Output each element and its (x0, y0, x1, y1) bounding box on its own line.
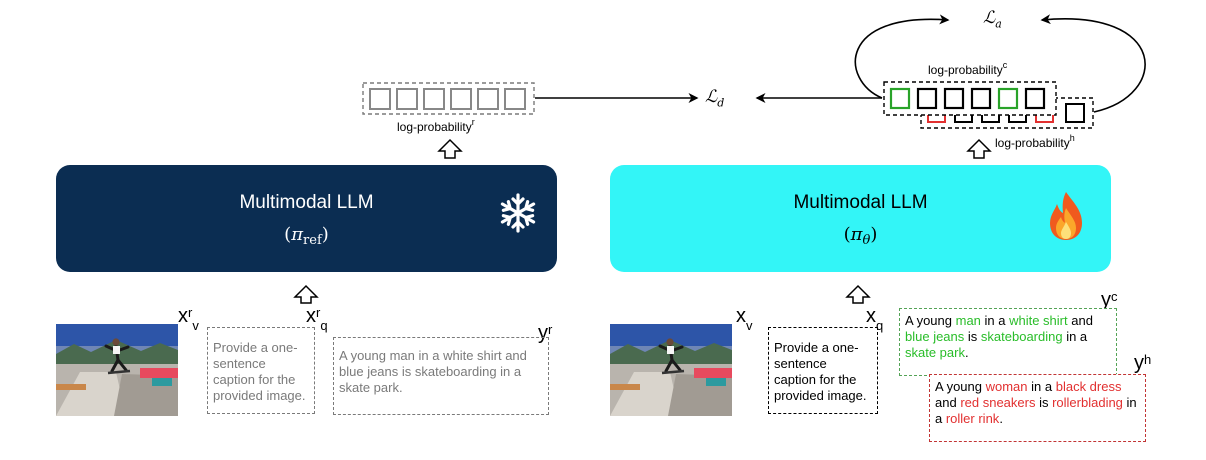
arrow-chosen-to-loss-a (854, 14, 950, 99)
prompt-ref-text: Provide a one-sentence caption for the p… (213, 340, 306, 403)
chosen-response-segment: skateboarding (980, 329, 1063, 344)
arrow-hallucinated-to-loss-a (1040, 14, 1146, 113)
logprob-chosen-label: log-probabilityc (928, 60, 1008, 77)
chosen-response-box: A young man in a white shirt and blue je… (899, 308, 1117, 376)
token-c-2 (916, 87, 938, 110)
hallucinated-response-box: A young woman in a black dress and red s… (929, 374, 1146, 442)
chosen-logprob-tokens (883, 81, 1057, 116)
chosen-response-segment: man (955, 313, 981, 328)
chosen-response-label: yc (1101, 289, 1118, 311)
up-arrow-policy-input (845, 284, 871, 304)
logprob-ref-label: log-probabilityr (397, 117, 475, 134)
loss-d-label: ℒd (705, 87, 725, 110)
hallucinated-response-segment: rollerblading (1052, 395, 1123, 410)
reference-model-panel: Multimodal LLM (πref) (56, 165, 557, 272)
chosen-response-segment: in a (980, 313, 1010, 328)
hallucinated-response-segment: woman (985, 379, 1028, 394)
reference-logprob-tokens (362, 82, 535, 115)
hallucinated-response-segment: A young (935, 379, 986, 394)
hallucinated-response-segment: roller rink (945, 411, 1000, 426)
hallucinated-response-label: yh (1134, 352, 1152, 374)
logprob-hallucinated-label: log-probabilityh (995, 133, 1075, 150)
chosen-response-segment: skate park (905, 345, 965, 360)
chosen-response-segment: in a (1062, 329, 1088, 344)
hallucinated-response-segment: black dress (1055, 379, 1122, 394)
chosen-response-segment: blue jeans (905, 329, 965, 344)
chosen-response-segment: . (964, 345, 969, 360)
loss-a-label: ℒa (983, 8, 1002, 31)
chosen-response-segment: is (964, 329, 981, 344)
chosen-response-segment: white shirt (1009, 313, 1068, 328)
chosen-response-segment: and (1067, 313, 1093, 328)
token-ref-6 (504, 88, 526, 110)
prompt-policy-text: Provide a one-sentence caption for the p… (774, 340, 867, 403)
response-ref-label: yr (538, 322, 553, 344)
hallucinated-response-segment: red sneakers (960, 395, 1036, 410)
prompt-policy-label: xq (866, 305, 884, 333)
hallucinated-response-segment: is (1035, 395, 1053, 410)
skatepark-photo-policy (610, 324, 732, 416)
prompt-policy-box: Provide a one-sentence caption for the p… (768, 327, 878, 414)
reference-model-symbol: (πref) (284, 224, 329, 248)
up-arrow-ref-output (437, 138, 463, 159)
token-c-3 (943, 87, 965, 110)
image-ref-label: xrv (178, 305, 199, 333)
reference-model-title: Multimodal LLM (239, 192, 374, 213)
image-policy-label: xv (736, 305, 753, 333)
skatepark-photo-ref (56, 324, 178, 416)
hallucinated-response-segment: in a (935, 395, 1137, 426)
hallucinated-response-segment: in a (1027, 379, 1056, 394)
response-ref-text: A young man in a white shirt and blue je… (339, 348, 527, 395)
policy-model-panel: Multimodal LLM (πθ) (610, 165, 1111, 272)
prompt-ref-label: xrq (306, 305, 328, 333)
policy-model-symbol: (πθ) (843, 224, 878, 248)
token-c-6 (1024, 87, 1046, 110)
prompt-ref-box: Provide a one-sentence caption for the p… (207, 327, 315, 414)
chosen-response-segment: A young (905, 313, 956, 328)
token-ref-1 (369, 88, 391, 110)
hallucinated-response-segment: . (999, 411, 1003, 426)
token-c-4 (970, 87, 992, 110)
up-arrow-policy-output (966, 138, 992, 159)
response-ref-box: A young man in a white shirt and blue je… (333, 337, 549, 415)
snowflake-icon (500, 193, 536, 233)
token-h-6 (1065, 103, 1085, 123)
fire-icon (1050, 192, 1082, 240)
token-ref-4 (450, 88, 472, 110)
token-ref-5 (477, 88, 499, 110)
token-c-1 (889, 87, 911, 110)
token-ref-2 (396, 88, 418, 110)
policy-model-title: Multimodal LLM (793, 192, 928, 213)
token-ref-3 (423, 88, 445, 110)
up-arrow-ref-input (293, 284, 319, 304)
hallucinated-response-segment: and (935, 395, 961, 410)
token-c-5 (997, 87, 1019, 110)
